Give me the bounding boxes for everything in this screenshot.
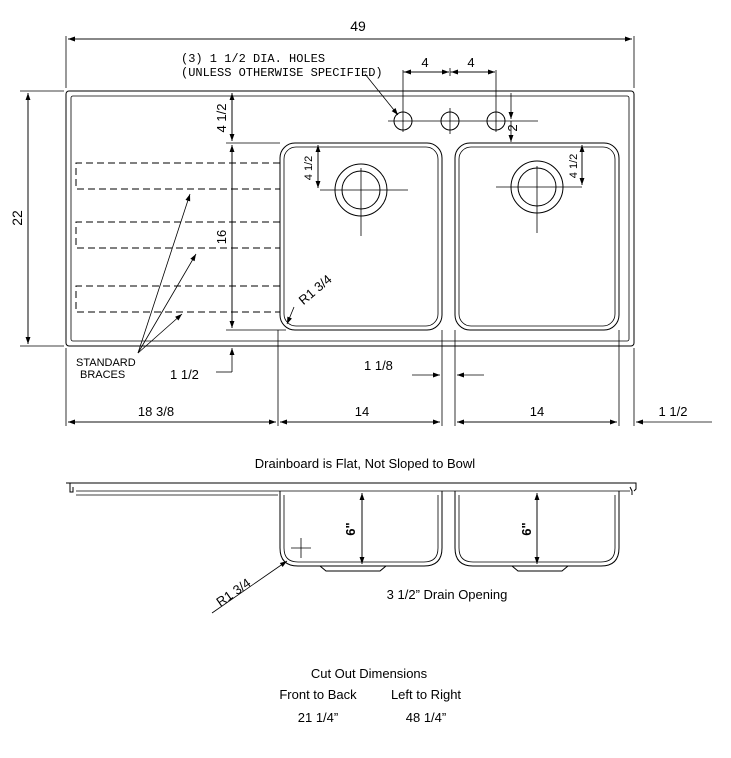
cutout-dimensions: Cut Out Dimensions Front to Back Left to…: [279, 666, 461, 725]
cutout-title: Cut Out Dimensions: [311, 666, 428, 681]
cutout-header-front-to-back: Front to Back: [279, 687, 357, 702]
left-bowl-depth-label: 6": [343, 522, 358, 535]
left-drain-offset-label: 4 1/2: [303, 156, 315, 180]
bowl-divider-label: 1 1/8: [364, 358, 393, 373]
section-view: Drainboard is Flat, Not Sloped to Bowl 6…: [66, 456, 637, 614]
right-bowl-depth-label: 6": [519, 522, 534, 535]
front-edge-label: 1 1/2: [170, 367, 199, 382]
cutout-header-left-to-right: Left to Right: [391, 687, 461, 702]
hole-offset-label: 2: [505, 124, 520, 131]
right-bowl: [454, 142, 620, 331]
backsplash-to-bowl-label: 4 1/2: [214, 104, 229, 133]
right-bowl-inner: [458, 146, 616, 327]
braces-label-line1: STANDARD: [76, 357, 136, 369]
drainboard-width-label: 18 3/8: [138, 404, 174, 419]
plan-corner-radius-label: R1 3/4: [296, 271, 335, 307]
right-edge-label: 1 1/2: [659, 404, 688, 419]
drainboard-note: Drainboard is Flat, Not Sloped to Bowl: [255, 456, 475, 471]
bowl-depth-label: 16: [214, 230, 229, 244]
drain-opening-note: 3 1/2” Drain Opening: [387, 587, 508, 602]
left-bowl-width-label: 14: [355, 404, 369, 419]
overall-depth-label: 22: [9, 210, 25, 226]
braces-label-line2: BRACES: [80, 369, 125, 381]
cutout-value-front-to-back: 21 1/4”: [298, 710, 338, 725]
hole-spacing-right-label: 4: [467, 55, 474, 70]
hole-spacing-left-label: 4: [421, 55, 428, 70]
right-drain: [496, 160, 582, 233]
holes-note-line2: (UNLESS OTHERWISE SPECIFIED): [181, 66, 383, 80]
left-bowl-inner: [283, 146, 439, 327]
overall-width-label: 49: [350, 18, 366, 34]
sink-outline: [65, 90, 635, 347]
section-corner-radius-label: R1 3/4: [213, 575, 253, 609]
right-drain-offset-label: 4 1/2: [568, 154, 580, 178]
plan-view: 4 4 (3) 1 1/2 DIA. HOLES (UNLESS OTHERWI…: [9, 18, 712, 426]
left-drain: [320, 163, 408, 236]
holes-note-line1: (3) 1 1/2 DIA. HOLES: [181, 52, 325, 66]
sink-outline-inner: [70, 95, 630, 342]
standard-braces: [75, 162, 280, 313]
faucet-holes: [388, 70, 538, 134]
right-bowl-width-label: 14: [530, 404, 544, 419]
cutout-value-left-to-right: 48 1/4”: [406, 710, 446, 725]
left-bowl: [279, 142, 443, 331]
